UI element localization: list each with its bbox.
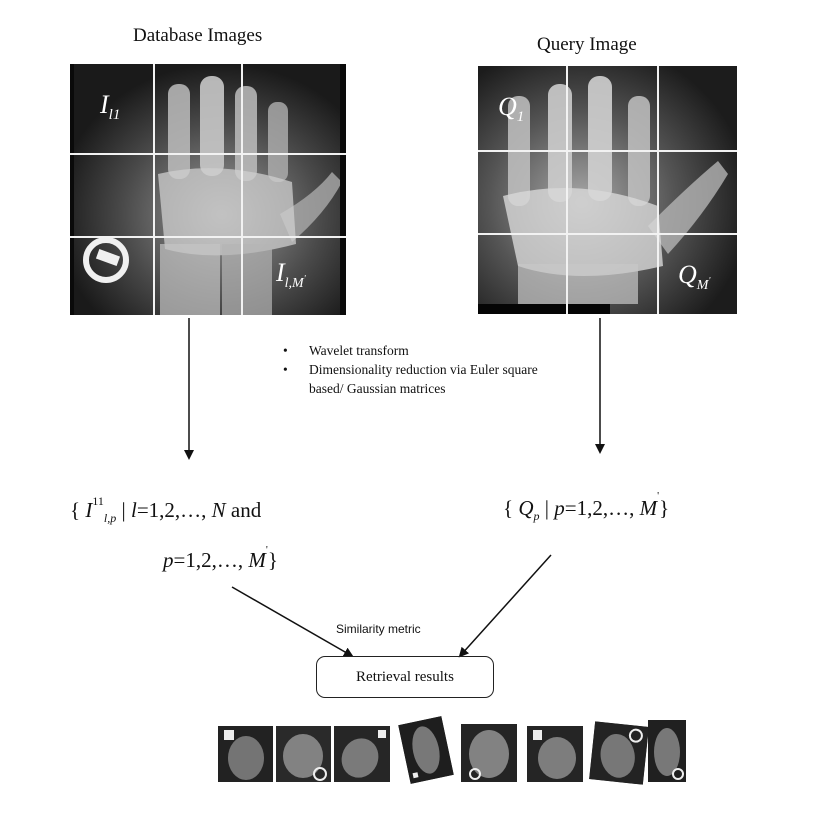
result-thumbnail [461, 724, 517, 782]
query-xray-image: Q1 QM' [478, 66, 737, 314]
db-first-block-label: Il1 [100, 90, 121, 124]
query-to-results-arrow [458, 554, 552, 658]
result-thumbnail [648, 720, 686, 782]
database-hand-illustration [70, 64, 346, 315]
result-thumbnail [276, 726, 331, 782]
processing-steps-list: Wavelet transform Dimensionality reducti… [283, 341, 543, 398]
retrieval-results-box: Retrieval results [316, 656, 494, 698]
retrieval-results-label: Retrieval results [356, 668, 454, 685]
result-thumbnail [218, 726, 273, 782]
result-thumbnail [398, 716, 454, 784]
similarity-metric-label: Similarity metric [336, 622, 421, 636]
database-feature-set-formula-cont: p=1,2,…, M'} [163, 544, 278, 572]
database-feature-set-formula: { I11l,p | l=1,2,…, N and [70, 494, 262, 526]
database-images-heading: Database Images [133, 25, 263, 46]
database-xray-image: Il1 Il,M' [70, 64, 346, 315]
query-first-block-label: Q1 [498, 92, 525, 126]
query-image-heading: Query Image [537, 34, 637, 55]
db-last-block-label: Il,M' [276, 258, 306, 292]
result-thumbnail [334, 726, 390, 782]
step-dimensionality: Dimensionality reduction via Euler squar… [283, 360, 543, 398]
db-to-results-arrow [231, 586, 354, 657]
query-last-block-label: QM' [678, 260, 711, 294]
step-wavelet: Wavelet transform [283, 341, 543, 360]
result-thumbnail [589, 721, 649, 785]
result-thumbnail [527, 726, 583, 782]
query-feature-set-formula: { Qp | p=1,2,…, M'} [503, 490, 670, 524]
query-hand-illustration [478, 66, 737, 314]
